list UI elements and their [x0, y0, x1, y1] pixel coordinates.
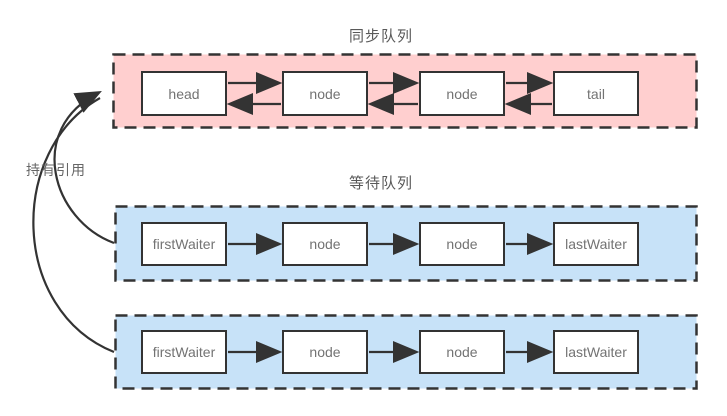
sync-node-tail: tail	[553, 71, 639, 116]
sync-node-head: head	[141, 71, 227, 116]
wait2-node-lastwaiter: lastWaiter	[553, 330, 639, 374]
wait1-node-1: node	[282, 222, 368, 266]
sync-queue-arrows	[226, 72, 554, 115]
wait1-node-2: node	[419, 222, 505, 266]
wait1-node-lastwaiter: lastWaiter	[553, 222, 639, 266]
reference-curve-arrow-1	[53, 90, 115, 245]
reference-curve-2	[32, 97, 115, 354]
wait2-node-1: node	[282, 330, 368, 374]
wait1-node-firstwaiter: firstWaiter	[141, 222, 227, 266]
sync-node-1: node	[282, 71, 368, 116]
sync-node-2: node	[419, 71, 505, 116]
wait-queue-title: 等待队列	[348, 175, 413, 192]
wait2-node-firstwaiter: firstWaiter	[141, 330, 227, 374]
wait2-node-2: node	[419, 330, 505, 374]
reference-label: 持有引用	[26, 162, 86, 178]
sync-queue-title: 同步队列	[348, 28, 413, 45]
